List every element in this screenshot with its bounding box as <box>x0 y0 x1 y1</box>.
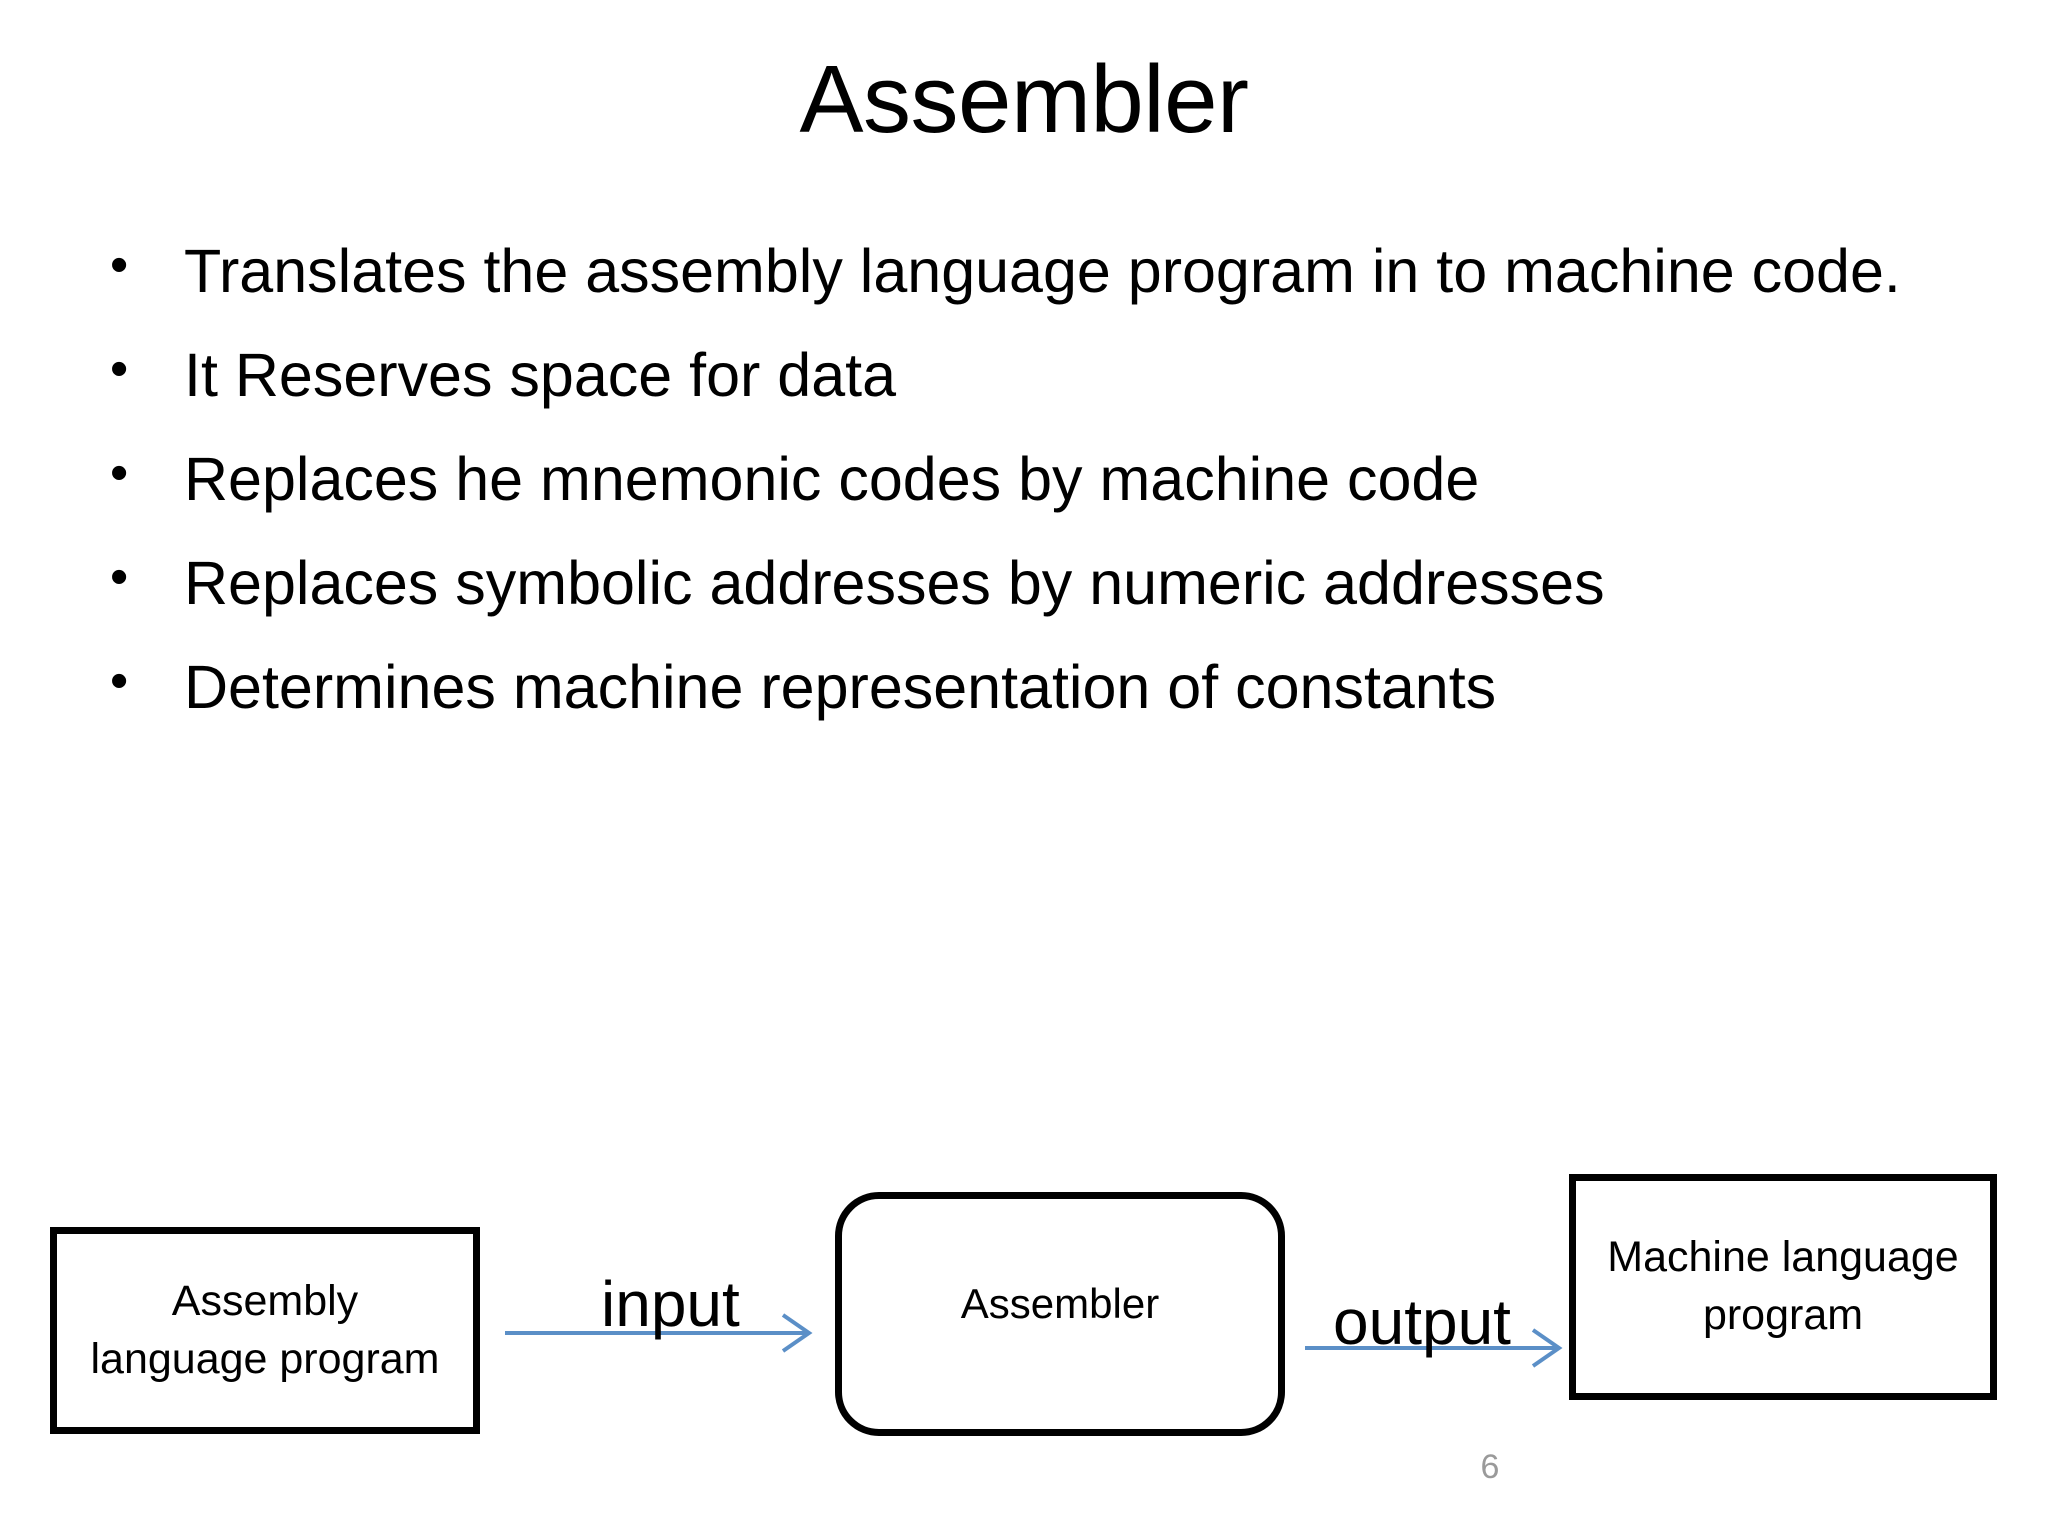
list-item-text: Replaces symbolic addresses by numeric a… <box>184 549 1605 618</box>
node-label-line2: program <box>1702 1291 1864 1339</box>
diagram-node-assembler: Assembler <box>835 1192 1285 1436</box>
bullet-dot-icon: • <box>110 548 129 607</box>
arrow-input-icon <box>505 1313 813 1353</box>
node-label: Assembly language program <box>90 1273 439 1388</box>
list-item: • It Reserves space for data <box>96 336 1966 414</box>
page-title: Assembler <box>799 46 1249 153</box>
bullet-dot-icon: • <box>110 340 129 399</box>
list-item-text: Determines machine representation of con… <box>184 653 1497 722</box>
list-item: • Determines machine representation of c… <box>96 648 1966 726</box>
node-label: Machine language program <box>1607 1229 1958 1344</box>
diagram-node-machine-language-program: Machine language program <box>1569 1174 1997 1400</box>
list-item-text: Replaces he mnemonic codes by machine co… <box>184 445 1480 514</box>
node-label-line1: Assembly <box>171 1276 359 1325</box>
bullet-dot-icon: • <box>110 236 129 294</box>
arrow-label-output: output <box>1333 1286 1511 1358</box>
list-item: • Translates the assembly language progr… <box>96 232 1966 310</box>
page-number: 6 <box>1480 1448 1500 1486</box>
diagram-node-assembly-language-program: Assembly language program <box>50 1227 480 1434</box>
list-item-text: Translates the assembly language program… <box>184 237 1901 305</box>
node-label-line2: language program <box>90 1334 440 1383</box>
node-label: Assembler <box>960 1280 1160 1327</box>
bullet-dot-icon: • <box>110 652 129 711</box>
list-item: • Replaces he mnemonic codes by machine … <box>96 440 1966 518</box>
arrow-label-input: input <box>601 1268 740 1340</box>
bullet-list: • Translates the assembly language progr… <box>96 232 1966 752</box>
list-item: • Replaces symbolic addresses by numeric… <box>96 544 1966 622</box>
node-label-line1: Machine language <box>1607 1233 1959 1282</box>
bullet-dot-icon: • <box>110 444 129 503</box>
list-item-text: It Reserves space for data <box>184 341 897 410</box>
arrow-output-icon <box>1305 1328 1563 1368</box>
